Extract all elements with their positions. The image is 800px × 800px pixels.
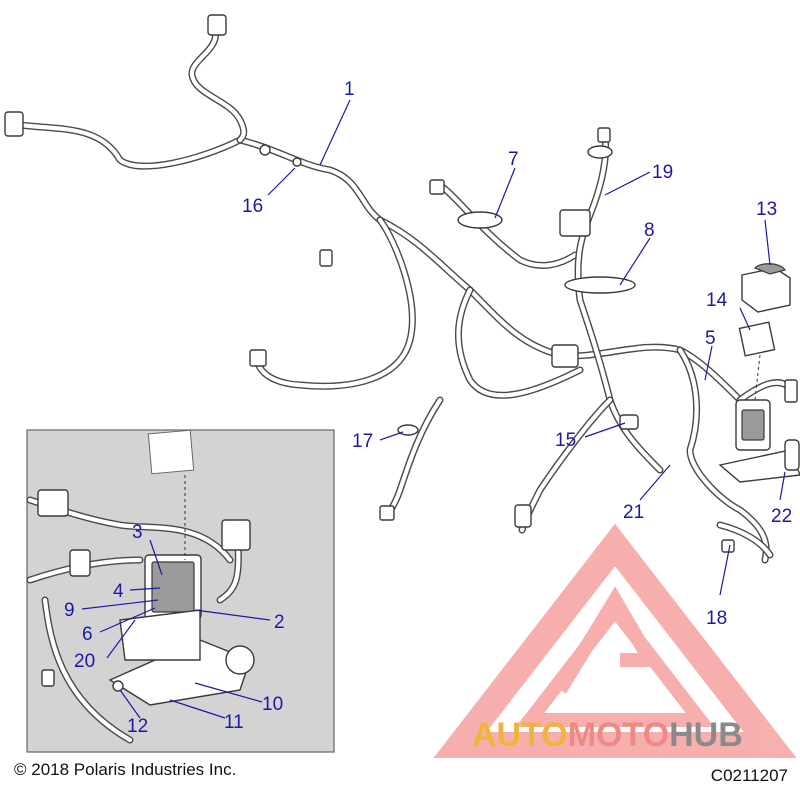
callout-15: 15 — [555, 430, 576, 451]
callout-7: 7 — [508, 149, 519, 170]
watermark-logo — [433, 523, 797, 758]
callout-17: 17 — [352, 431, 373, 452]
callout-12: 12 — [127, 716, 148, 737]
callout-3: 3 — [132, 522, 143, 543]
callout-1: 1 — [344, 79, 355, 100]
watermark-wordmark: AUTOMOTOHUB — [472, 716, 743, 755]
leader-lines — [81, 99, 786, 719]
part-13-module — [741, 263, 791, 313]
watermark-word-hub: HUB — [669, 716, 743, 754]
callout-4: 4 — [113, 581, 124, 602]
callout-10: 10 — [262, 694, 283, 715]
watermark-word-moto: MOTO — [567, 716, 670, 754]
callout-21: 21 — [623, 502, 644, 523]
callout-19: 19 — [652, 162, 673, 183]
callouts: 1 2 3 4 5 6 7 8 9 10 11 12 13 14 15 16 1… — [64, 79, 792, 737]
fuse-box-right — [718, 399, 800, 483]
callout-16: 16 — [242, 196, 263, 217]
callout-8: 8 — [644, 220, 655, 241]
connectors — [4, 14, 798, 528]
callout-18: 18 — [706, 608, 727, 629]
callout-20: 20 — [74, 651, 95, 672]
callout-13: 13 — [756, 199, 777, 220]
part-14-label — [738, 321, 776, 401]
callout-14: 14 — [706, 290, 728, 311]
watermark-word-auto: AUTO — [472, 716, 568, 754]
drawing-id: C0211207 — [710, 766, 788, 785]
callout-2: 2 — [274, 612, 285, 633]
cable-ties — [259, 144, 636, 436]
callout-5: 5 — [705, 328, 716, 349]
callout-9: 9 — [64, 600, 75, 621]
callout-6: 6 — [82, 624, 93, 645]
copyright-text: © 2018 Polaris Industries Inc. — [14, 760, 237, 779]
callout-11: 11 — [224, 712, 244, 733]
callout-22: 22 — [771, 506, 792, 527]
